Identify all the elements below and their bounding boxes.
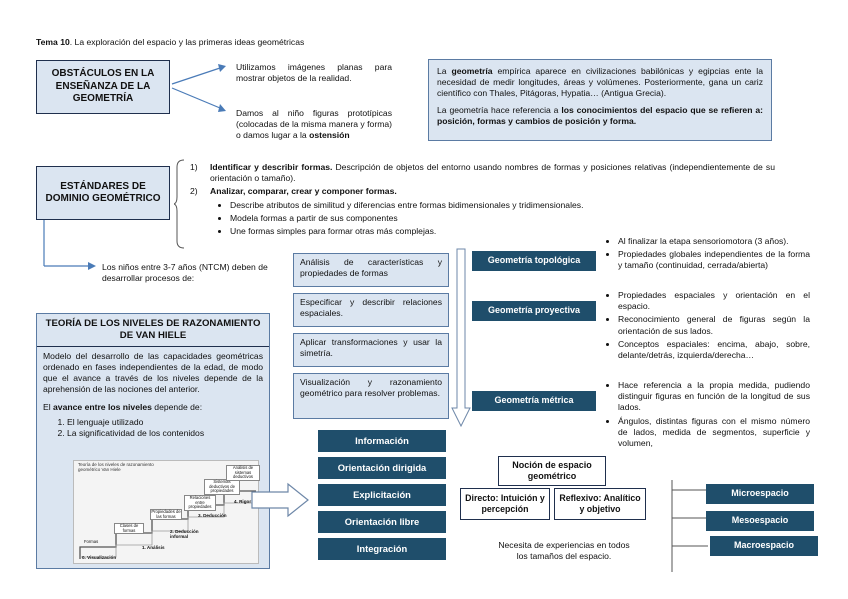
page-title: Tema 10. La exploración del espacio y la…: [36, 37, 456, 48]
fase-explicitacion: Explicitación: [318, 484, 446, 506]
process-down-arrow: [451, 248, 471, 428]
estandar-sub-1: Describe atributos de similitud y difere…: [230, 200, 775, 211]
van-hiele-title: TEORÍA DE LOS NIVELES DE RAZONAMIENTO DE…: [37, 314, 269, 347]
fase-integracion: Integración: [318, 538, 446, 560]
fase-orientacion-libre: Orientación libre: [318, 511, 446, 533]
espacios-bracket: [671, 480, 708, 572]
estandar-sub-3: Une formas simples para formar otras más…: [230, 226, 775, 237]
obstaculos-title: OBSTÁCULOS EN LA ENSEÑANZA DE LA GEOMETR…: [51, 68, 155, 105]
van-hiele-p2: El avance entre los niveles depende de:: [43, 401, 203, 412]
fase-orientacion-dirigida: Orientación dirigida: [318, 457, 446, 479]
geometria-metrica-label: Geometría métrica: [472, 391, 596, 411]
proceso-box-3: Aplicar transformaciones y usar la simet…: [293, 333, 449, 367]
proceso-box-1: Análisis de características y propiedade…: [293, 253, 449, 287]
fases-right-arrow: [251, 482, 309, 518]
tema-text: . La exploración del espacio y las prime…: [69, 37, 305, 47]
obstaculos-arrows: [171, 64, 226, 112]
van-hiele-staircase-figure: Teoría de los niveles de razonamiento ge…: [73, 460, 260, 564]
bracket: [174, 159, 185, 249]
proceso-box-4: Visualización y razonamiento geométrico …: [293, 373, 449, 419]
tema-label: Tema 10: [36, 37, 70, 47]
nocion-note: Necesita de experiencias en todos los ta…: [498, 540, 630, 562]
espacio-meso: Mesoespacio: [706, 511, 814, 531]
ntcm-text: Los niños entre 3-7 años (NTCM) deben de…: [102, 262, 268, 284]
proceso-box-2: Especificar y describir relaciones espac…: [293, 293, 449, 327]
nocion-reflexivo-box: Reflexivo: Analítico y objetivo: [554, 488, 646, 520]
obstaculo-item-2: Damos al niño figuras prototípicas (colo…: [236, 108, 392, 141]
obstaculo-item-1: Utilizamos imágenes planas para mostrar …: [236, 62, 392, 84]
estandares-box: ESTÁNDARES DE DOMINIO GEOMÉTRICO: [36, 166, 170, 220]
van-hiele-list: El lenguaje utilizado La significativida…: [37, 413, 269, 439]
obstaculos-box: OBSTÁCULOS EN LA ENSEÑANZA DE LA GEOMETR…: [36, 60, 170, 114]
fase-informacion: Información: [318, 430, 446, 452]
geometria-topologica-label: Geometría topológica: [472, 251, 596, 271]
estandares-list: 1) Identificar y describir formas. Descr…: [190, 162, 775, 239]
nocion-espacio-box: Noción de espacio geométrico: [498, 456, 606, 486]
geometria-empirica-p2: La geometría hace referencia a los conoc…: [437, 104, 763, 126]
espacio-macro: Macroespacio: [710, 536, 818, 556]
geometria-empirica-p1: La geometría empírica aparece en civiliz…: [437, 66, 763, 99]
topologica-bullets: Al finalizar la etapa sensoriomotora (3 …: [604, 236, 810, 274]
proyectiva-bullets: Propiedades espaciales y orientación en …: [604, 290, 810, 363]
geometria-proyectiva-label: Geometría proyectiva: [472, 301, 596, 321]
van-hiele-p1: Modelo del desarrollo de las capacidades…: [43, 350, 263, 395]
estandar-sub-2: Modela formas a partir de sus componente…: [230, 213, 775, 224]
metrica-bullets: Hace referencia a la propia medida, pudi…: [604, 380, 810, 451]
estandares-title: ESTÁNDARES DE DOMINIO GEOMÉTRICO: [45, 180, 161, 205]
nocion-directo-box: Directo: Intuición y percepción: [460, 488, 550, 520]
ntcm-arrow: [43, 220, 96, 270]
geometria-empirica-box: La geometría empírica aparece en civiliz…: [428, 59, 772, 141]
espacio-micro: Microespacio: [706, 484, 814, 504]
van-hiele-box: TEORÍA DE LOS NIVELES DE RAZONAMIENTO DE…: [36, 313, 270, 569]
